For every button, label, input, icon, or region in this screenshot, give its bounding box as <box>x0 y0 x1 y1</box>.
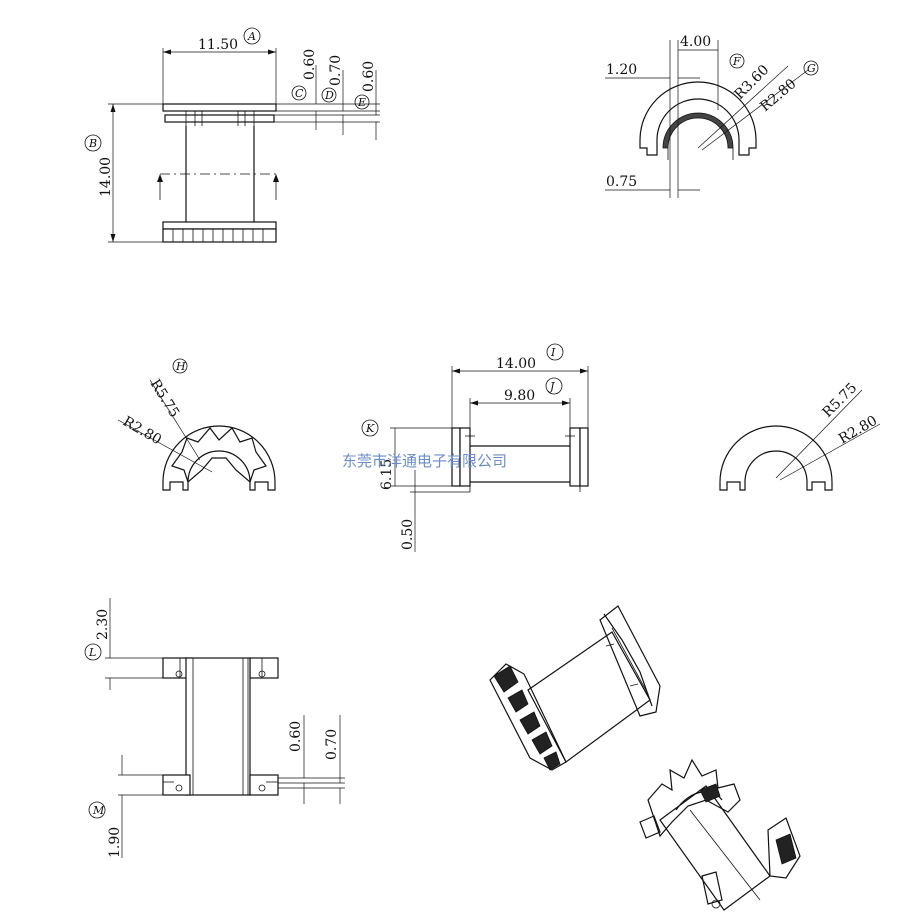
dim-e: 0.60 <box>361 61 377 92</box>
front-view-top-left: 11.50 A <box>84 27 380 243</box>
dim-mid-b: 0.70 <box>324 729 340 760</box>
flange-view-right: R5.75 R2.80 <box>719 380 881 491</box>
section-view-top-right: 4.00 1.20 0.75 R3.60 R2.80 F G <box>605 34 819 198</box>
isometric-view-upper <box>489 605 661 771</box>
marker-g: G <box>807 62 816 75</box>
gear-flange-view: R5.75 R2.80 H <box>117 358 276 491</box>
marker-e: E <box>357 96 366 109</box>
bottom-pins <box>172 229 264 242</box>
dim-bottom: 0.75 <box>606 174 637 190</box>
dim-r-outer-h: R5.75 <box>147 377 183 421</box>
marker-f: F <box>732 55 741 68</box>
marker-c: C <box>295 87 304 100</box>
watermark-text: 东莞市洋通电子有限公司 <box>342 452 507 470</box>
marker-j: J <box>548 380 555 393</box>
dim-total: 14.00 <box>496 356 536 372</box>
dim-left: 1.20 <box>606 62 637 78</box>
dim-c: 0.60 <box>302 49 318 80</box>
side-view-center: 14.00 I 9.80 J 6.15 K 0.50 <box>361 343 589 552</box>
marker-l: L <box>88 646 96 659</box>
marker-b: B <box>88 137 97 150</box>
dim-width: 11.50 <box>198 37 238 53</box>
dim-r-inner-h: R2.80 <box>120 414 164 449</box>
dim-bottom-k: 0.50 <box>400 519 416 550</box>
dim-r-inner-r: R2.80 <box>836 413 880 448</box>
marker-m: M <box>92 804 105 817</box>
dim-top-l: 2.30 <box>95 609 111 640</box>
marker-d: D <box>324 89 334 102</box>
dim-w: 4.00 <box>680 34 711 50</box>
top-view-bottom-left: 2.30 L 0.60 0.70 1.90 M <box>84 598 345 858</box>
dim-mid-a: 0.60 <box>288 721 304 752</box>
dim-bottom-m: 1.90 <box>107 827 123 858</box>
dim-d: 0.70 <box>328 55 344 86</box>
dim-height: 14.00 <box>98 157 114 197</box>
dim-height-k: 6.15 <box>379 459 395 490</box>
marker-i: I <box>550 346 556 359</box>
marker-k: K <box>365 422 375 435</box>
marker-h: H <box>175 360 186 373</box>
marker-a: A <box>247 30 256 43</box>
dim-inner: 9.80 <box>504 388 535 404</box>
dim-r-outer-r: R5.75 <box>820 380 861 421</box>
isometric-view-lower <box>639 758 801 911</box>
